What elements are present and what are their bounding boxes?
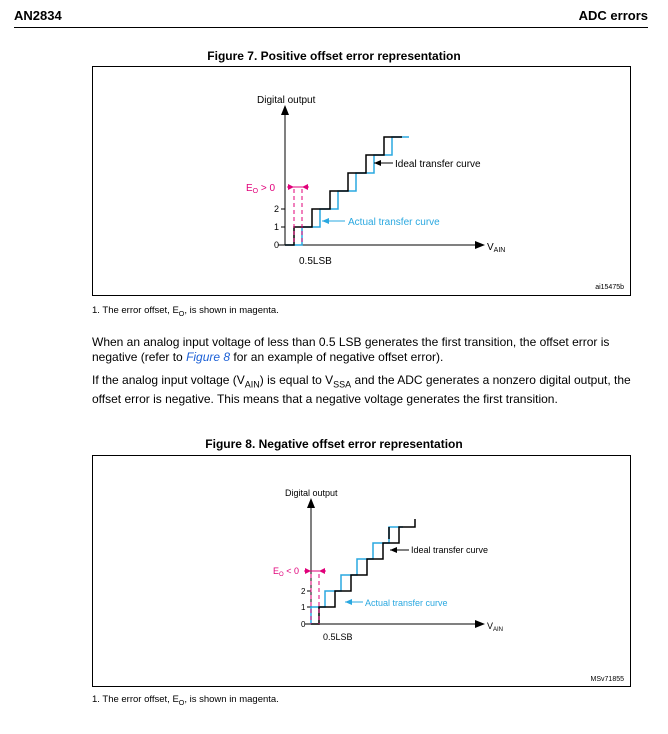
figure7-offset-arrow-1 [288, 184, 294, 190]
figure8-tick-1-label: 1 [301, 603, 306, 612]
figure8-offset-arrow-1 [305, 568, 311, 574]
figure7-tick-1-label: 1 [274, 222, 279, 232]
paragraph-vssa: If the analog input voltage (VAIN) is eq… [92, 373, 631, 407]
figure8-ideal-callout-arrow [390, 547, 397, 553]
header-rule [14, 27, 648, 28]
figure7-ref: ai15475b [595, 284, 624, 291]
figure7-actual-label: Actual transfer curve [348, 217, 440, 228]
figure7-y-arrow [281, 105, 289, 115]
figure8-lsb-label: 0.5LSB [323, 632, 353, 642]
figure7-y-axis-label: Digital output [257, 95, 316, 106]
figure8-y-arrow [307, 498, 315, 508]
paragraph-negative-offset: When an analog input voltage of less tha… [92, 335, 610, 364]
figure7-eo-label: EO > 0 [246, 183, 276, 195]
figure7-diagram: Digital output VAIN 0 1 2 EO > 0 Ideal t… [246, 95, 624, 291]
figure8-x-arrow [475, 620, 485, 628]
figure8-offset-arrow-2 [319, 568, 325, 574]
figure8-tick-0-label: 0 [301, 620, 306, 629]
figure7-tick-0-label: 0 [274, 240, 279, 250]
figure8-ideal-curve [311, 519, 416, 625]
figure7-ideal-label: Ideal transfer curve [395, 159, 481, 170]
figure7-offset-arrow-2 [302, 184, 308, 190]
figure8-x-axis-label: VAIN [487, 621, 503, 633]
figure7-tick-2-label: 2 [274, 204, 279, 214]
figure7-box: Digital output VAIN 0 1 2 EO > 0 Ideal t… [92, 66, 631, 296]
document-id: AN2834 [14, 8, 62, 23]
figure7-ideal-callout-arrow [374, 160, 381, 166]
figure8-ideal-label: Ideal transfer curve [411, 545, 488, 555]
figure8-footnote: 1. The error offset, EO, is shown in mag… [92, 694, 279, 707]
figure7-lsb-label: 0.5LSB [299, 256, 332, 267]
figure8-box: Digital output VAIN 0 1 2 EO < 0 Ideal t… [92, 455, 631, 687]
figure8-diagram: Digital output VAIN 0 1 2 EO < 0 Ideal t… [273, 488, 625, 683]
figure8-title: Figure 8. Negative offset error represen… [205, 437, 463, 451]
figure7-x-axis-label: VAIN [487, 242, 505, 254]
figure8-eo-label: EO < 0 [273, 566, 299, 578]
figure8-link[interactable]: Figure 8 [186, 350, 231, 364]
figure8-actual-label: Actual transfer curve [365, 598, 448, 608]
figure7-ideal-curve [285, 136, 402, 246]
figure7-footnote: 1. The error offset, EO, is shown in mag… [92, 305, 279, 318]
figure7-title: Figure 7. Positive offset error represen… [207, 49, 461, 63]
figure8-actual-callout-arrow [345, 599, 352, 605]
figure7-actual-callout-arrow [322, 218, 329, 224]
figure7-x-arrow [475, 241, 485, 249]
section-title: ADC errors [578, 8, 648, 23]
figure8-ref: MSv71855 [591, 676, 625, 683]
figure8-tick-2-label: 2 [301, 587, 306, 596]
figure8-y-axis-label: Digital output [285, 488, 338, 498]
